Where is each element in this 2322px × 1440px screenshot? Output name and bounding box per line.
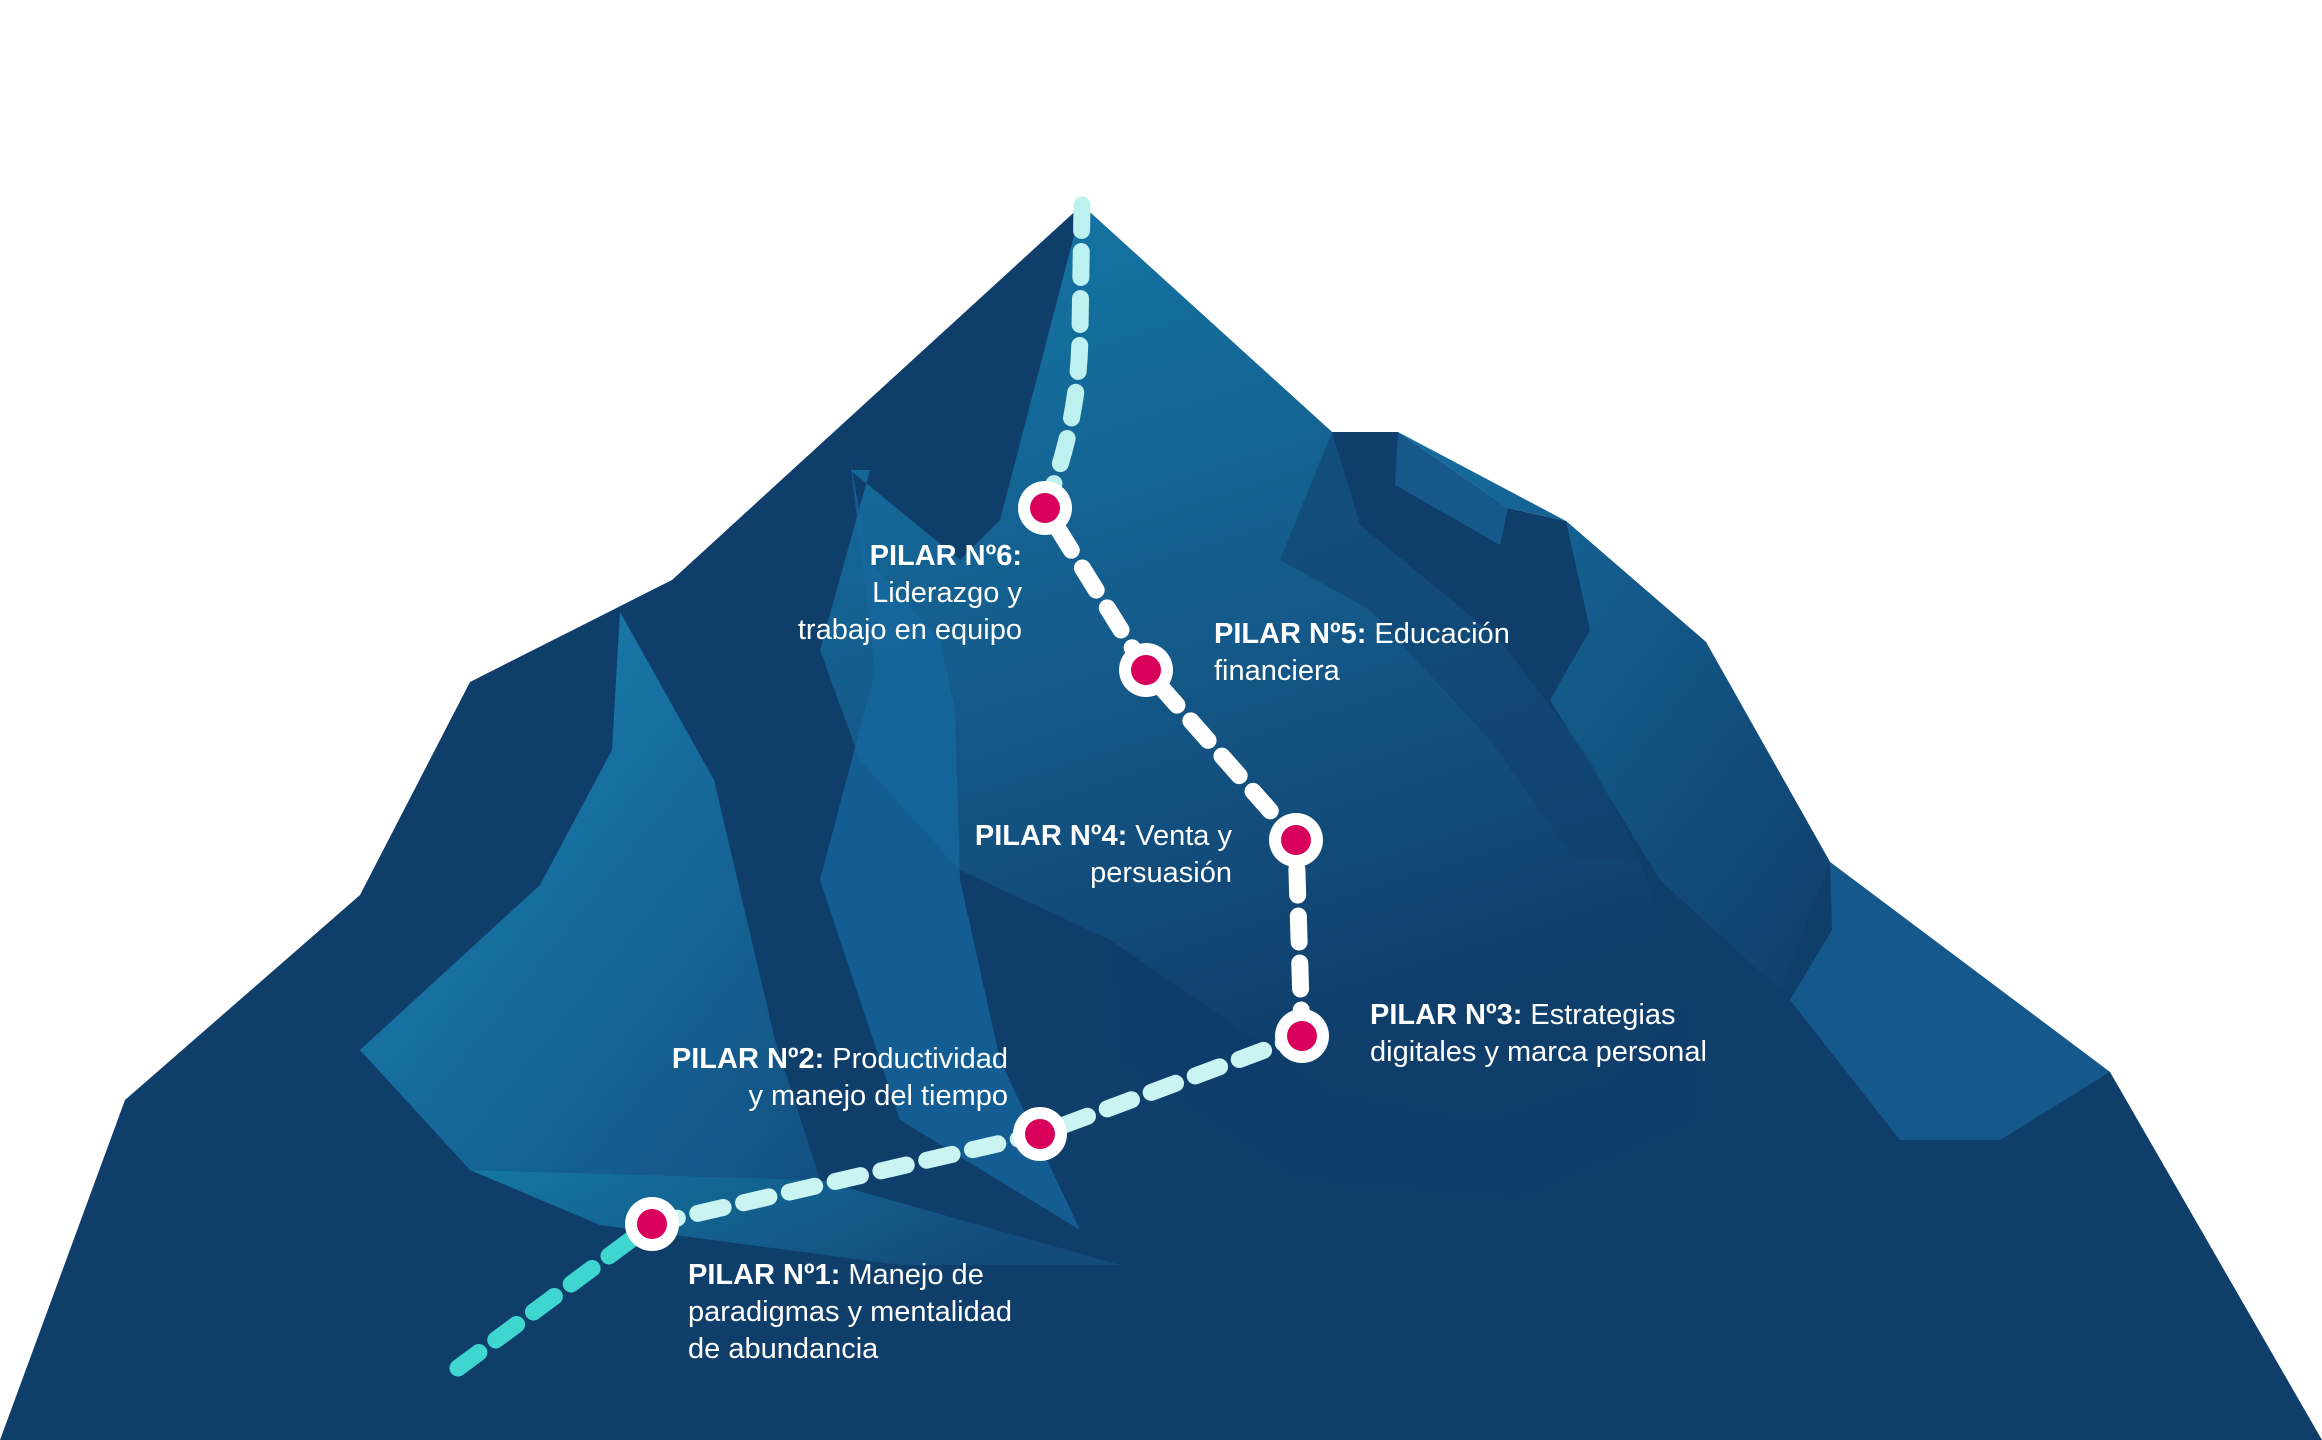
pilar-4-line-2: persuasión [1090,857,1232,889]
pilar-1-line-3: de abundancia [688,1333,879,1365]
pilar-5-line-1: Educación [1374,618,1510,650]
pilar-4-label: PILAR Nº4:Venta y persuasión [975,818,1232,892]
mountain-face [820,205,1690,1120]
pilar-6-title: PILAR Nº6: [869,540,1022,572]
pilar-6-line-2: trabajo en equipo [797,614,1022,646]
pilar-3-line-2: digitales y marca personal [1370,1036,1707,1068]
pilar-6-line-1: Liderazgo y [872,577,1022,609]
milestone-marker-5[interactable] [1119,643,1173,697]
trail-upper [1036,499,1311,1045]
pilar-6-label: PILAR Nº6: Liderazgo y trabajo en equipo [798,538,1022,649]
pilar-2-line-1: Productividad [832,1043,1008,1075]
pilar-2-label: PILAR Nº2:Productividad y manejo del tie… [672,1041,1008,1115]
trail-lower [449,1215,661,1377]
pilar-5-label: PILAR Nº5:Educación financiera [1214,616,1510,690]
pilar-3-label: PILAR Nº3:Estrategias digitales y marca … [1370,997,1707,1071]
pilar-4-title: PILAR Nº4: [974,820,1128,852]
mountain-shadow-upper [1280,432,1640,860]
mountain-shadow-lower [1110,940,1700,1200]
pilar-1-line-2: paradigmas y mentalidad [688,1296,1013,1328]
milestone-marker-3[interactable] [1275,1009,1329,1063]
pilar-2-line-2: y manejo del tiempo [748,1080,1008,1112]
mountain-ridge-left [360,612,820,1180]
milestone-marker-4[interactable] [1269,813,1323,867]
mountain-facet-far-right [1790,862,2110,1140]
mountain-ridge-right [1398,432,1830,990]
pilar-1-title: PILAR Nº1: [688,1259,841,1291]
mountain-ridge-center [820,458,1080,1230]
pilar-5-title: PILAR Nº5: [1214,618,1367,650]
pilar-2-title: PILAR Nº2: [671,1043,825,1075]
milestone-marker-2[interactable] [1013,1107,1067,1161]
pilar-5-line-2: financiera [1214,655,1340,687]
mountain-facet-right-top [1395,432,1508,545]
pilar-3-line-1: Estrategias [1530,999,1676,1031]
mountain-slope-lower-left [470,1170,1120,1265]
pilar-4-line-1: Venta y [1135,820,1232,852]
pilar-1-label: PILAR Nº1:Manejo de paradigmas y mentali… [688,1257,1012,1368]
pilar-1-line-1: Manejo de [848,1259,984,1291]
pilar-3-title: PILAR Nº3: [1370,999,1523,1031]
milestone-marker-6[interactable] [1018,481,1072,535]
milestone-marker-1[interactable] [625,1197,679,1251]
